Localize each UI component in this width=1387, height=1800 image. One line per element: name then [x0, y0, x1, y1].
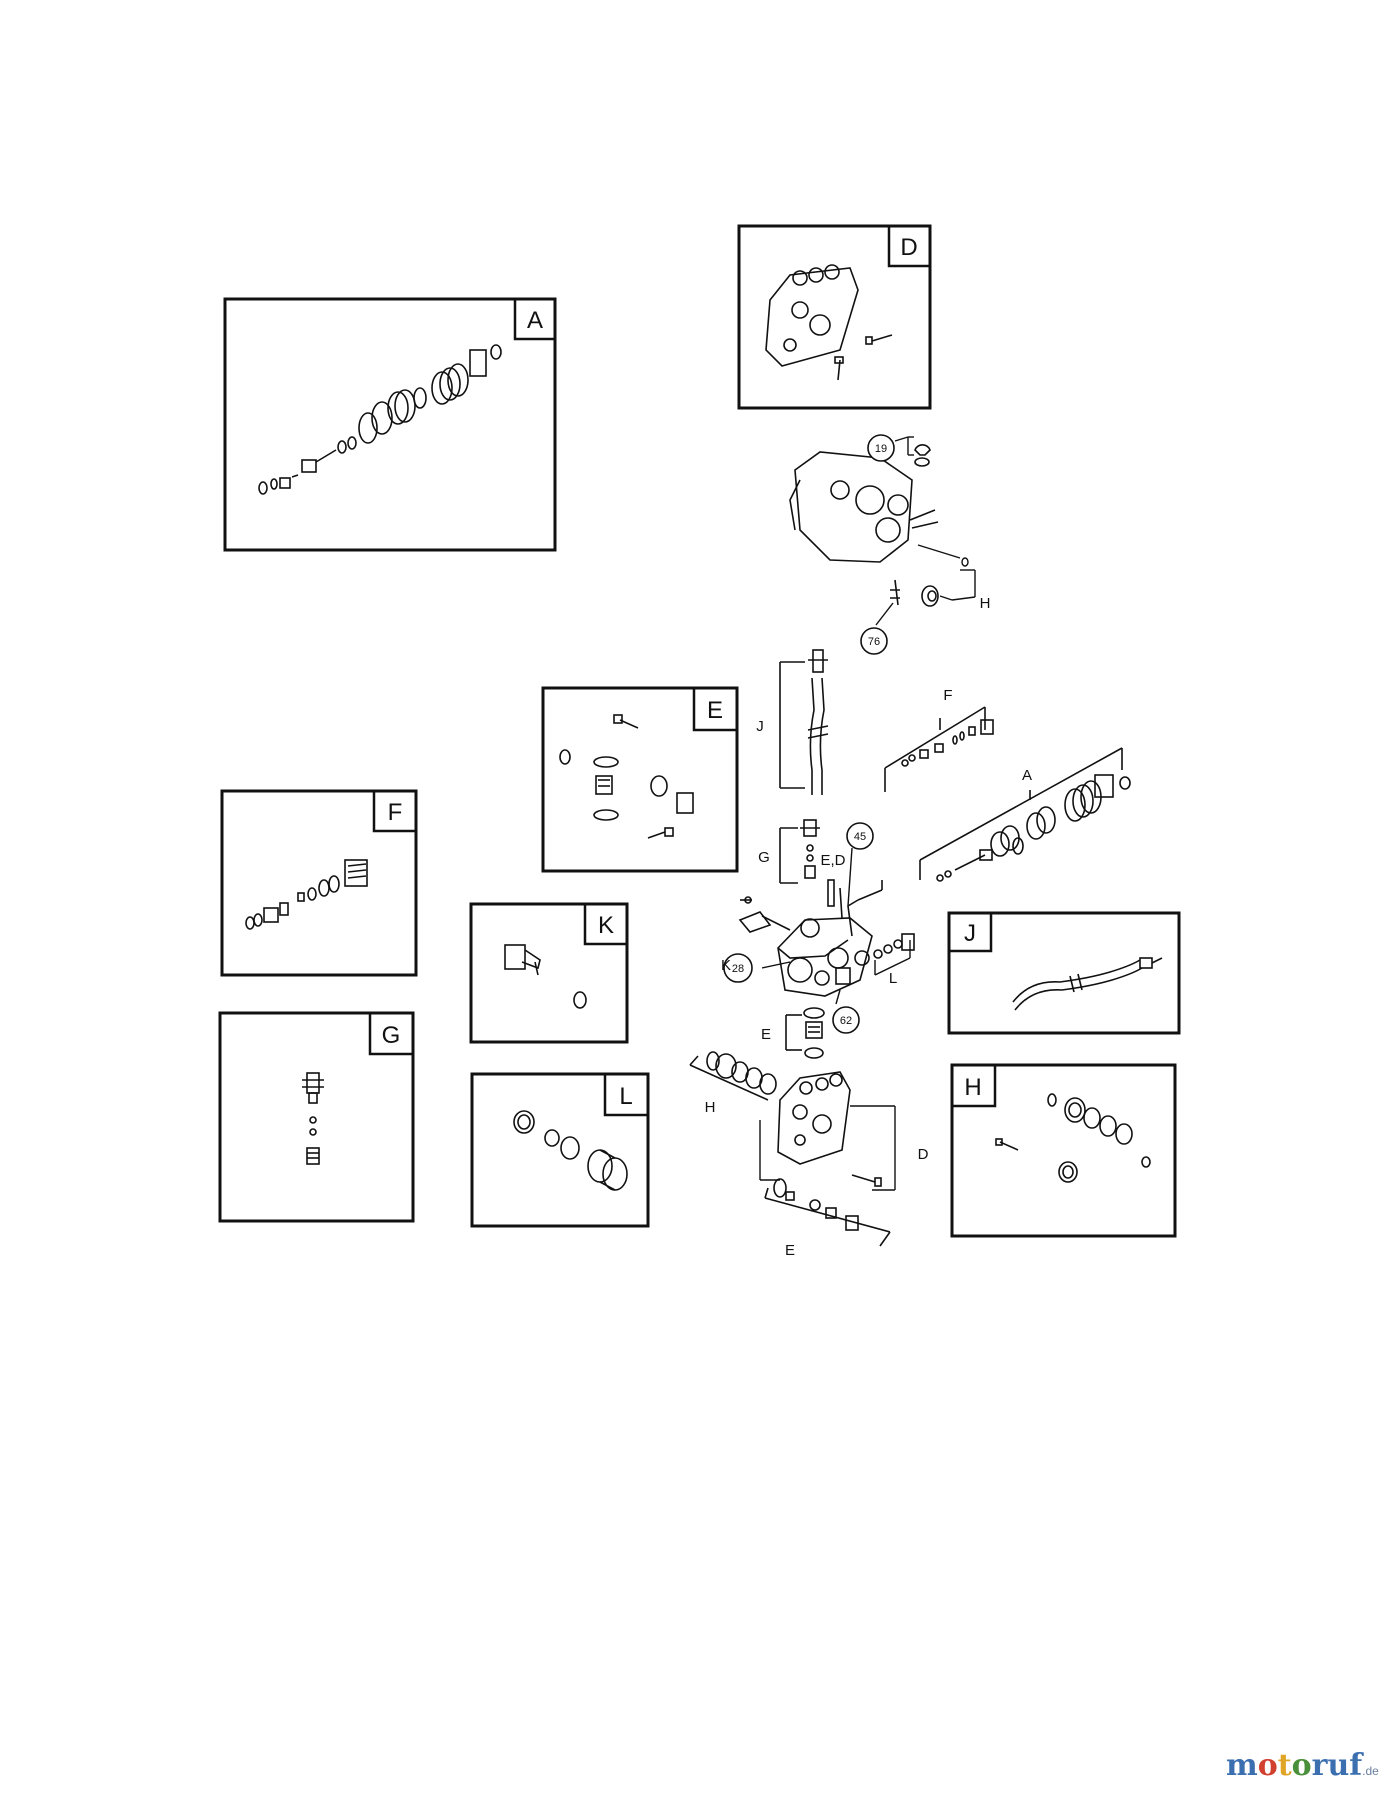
inset-g [218, 1011, 415, 1223]
group-label-h-top: H [980, 595, 991, 612]
inset-f-label: F [388, 799, 403, 826]
f-group [884, 706, 994, 792]
callout-62: 62 [840, 1015, 852, 1027]
inset-a [223, 297, 557, 552]
inset-h [950, 1063, 1177, 1238]
lower-head [777, 1071, 882, 1187]
brand-part-3: t [1277, 1748, 1292, 1783]
group-label-e-bottom: E [785, 1242, 795, 1259]
leader-45 [847, 847, 853, 907]
group-label-a: A [1022, 767, 1032, 784]
leader-28 [761, 961, 791, 969]
a-group [919, 747, 1131, 882]
inset-d-label: D [900, 234, 917, 261]
callout-45: 45 [854, 831, 866, 843]
group-label-g: G [758, 849, 770, 866]
d-bracket [759, 1105, 896, 1191]
group-label-d: D [918, 1146, 929, 1163]
group-label-l: L [889, 970, 897, 987]
e-bottom-group [764, 1178, 891, 1247]
inset-d [737, 224, 932, 410]
inset-l [470, 1072, 650, 1228]
brand-tld: .de [1362, 1764, 1379, 1778]
callout-62-circle [832, 1006, 860, 1034]
inset-e [541, 686, 739, 873]
brand-part-4: o [1291, 1748, 1312, 1783]
callout-19-circle [867, 434, 895, 462]
inset-j [947, 911, 1181, 1035]
pump-body [789, 444, 939, 607]
brand-part-5: ruf [1311, 1748, 1363, 1783]
inset-a-label: A [527, 307, 543, 334]
pump-h-bracket [917, 544, 976, 601]
g-group [779, 819, 820, 884]
group-label-f: F [943, 687, 952, 704]
inset-j-label: J [964, 920, 976, 947]
callout-28-circle [723, 953, 753, 983]
callout-45-circle [846, 822, 874, 850]
leader-62 [835, 989, 841, 1005]
inset-f [220, 789, 418, 977]
inset-l-label: L [619, 1083, 632, 1110]
group-label-k: K [721, 957, 731, 974]
callout-76-circle [860, 627, 888, 655]
callout-19: 19 [875, 443, 887, 455]
callout-76: 76 [868, 636, 880, 648]
group-label-e-mid: E [761, 1026, 771, 1043]
e-mid-group [785, 1007, 825, 1059]
group-label-h-low: H [705, 1099, 716, 1116]
h-low-group [689, 1051, 777, 1101]
leader-76 [875, 602, 894, 626]
group-label-j: J [756, 718, 764, 735]
hose-j [779, 649, 829, 795]
pump-19-bracket [894, 436, 914, 456]
callout-28: 28 [732, 963, 744, 975]
brand-part-1: m [1226, 1748, 1258, 1783]
inset-h-label: H [964, 1074, 981, 1101]
l-bracket [874, 940, 911, 976]
manifold [738, 879, 915, 997]
inset-k-label: K [598, 912, 614, 939]
inset-g-label: G [382, 1022, 401, 1049]
brand-watermark: motoruf.de [1226, 1748, 1379, 1789]
group-label-ed: E,D [820, 852, 845, 869]
brand-part-2: o [1257, 1748, 1278, 1783]
inset-e-label: E [707, 697, 723, 724]
inset-k [469, 902, 629, 1044]
